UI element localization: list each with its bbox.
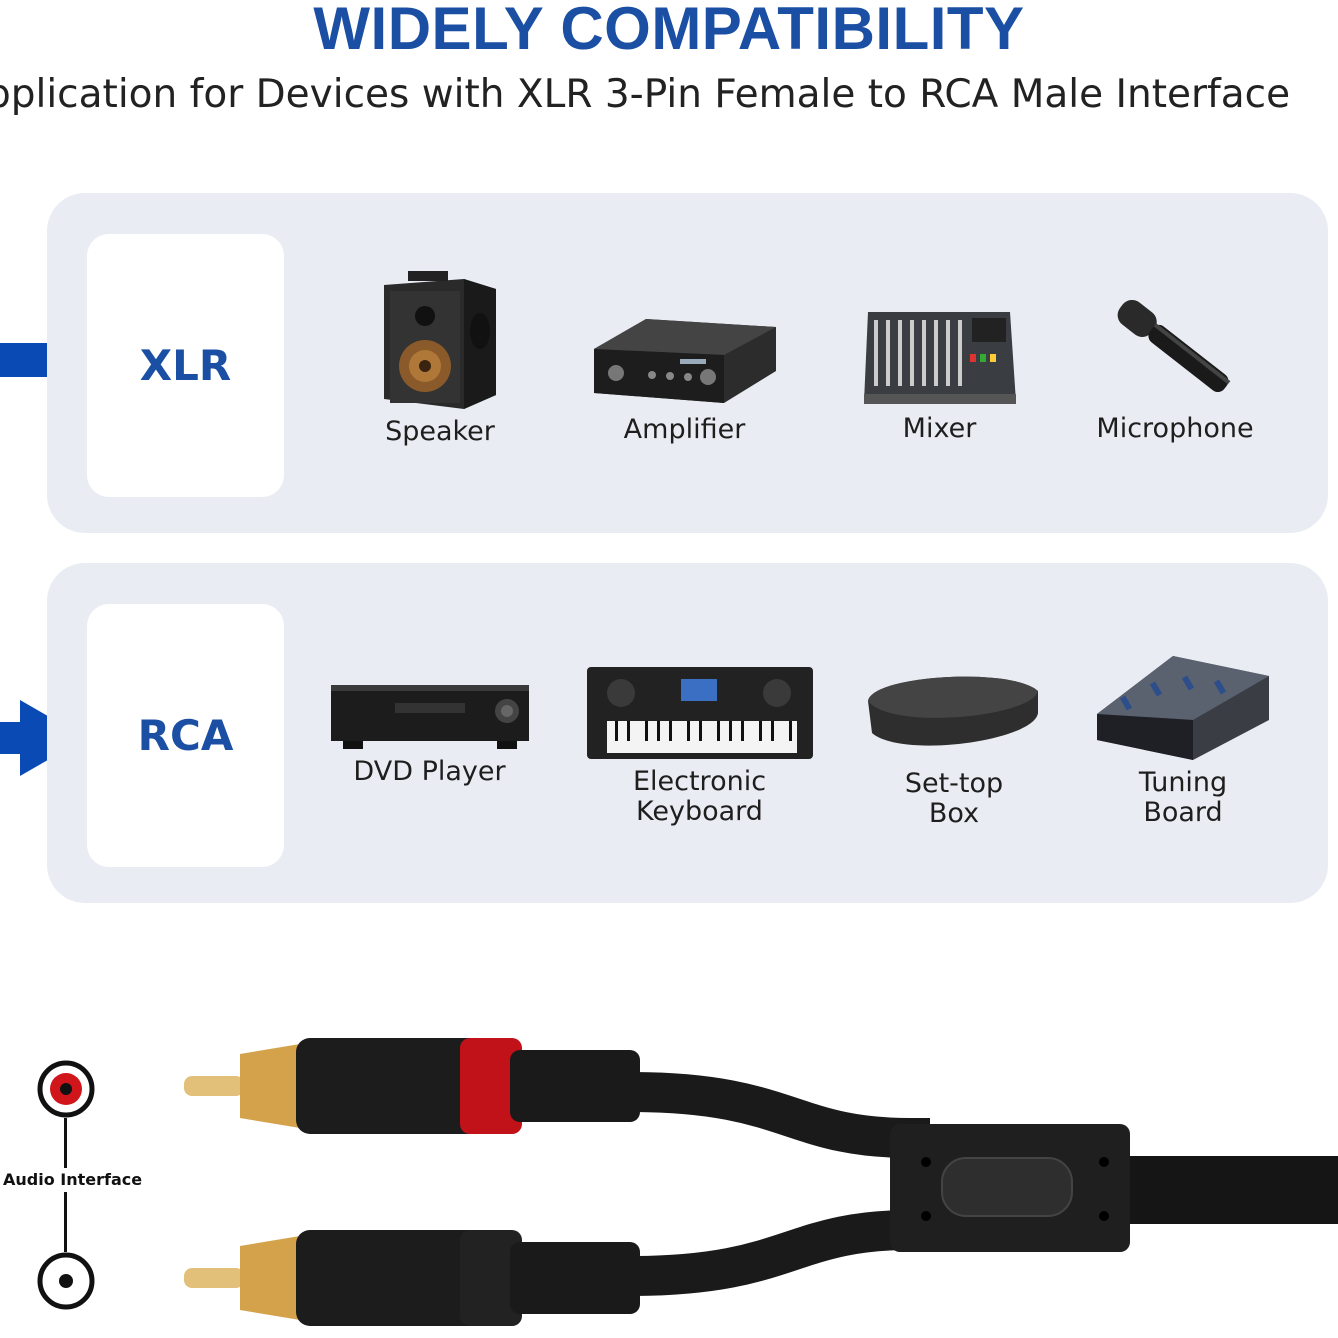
mixer-icon (863, 312, 1016, 404)
white-rca-jack-icon (37, 1252, 95, 1310)
rca-cable-icon (184, 1038, 1338, 1326)
connector-line (64, 1118, 67, 1168)
device-electronic-keyboard: Electronic Keyboard (582, 665, 817, 827)
device-label: Amplifier (623, 414, 746, 445)
xlr-tag: XLR (87, 234, 284, 497)
rca-panel: RCA DVD Player (47, 563, 1328, 903)
xlr-panel: XLR Speaker Amplifier (47, 193, 1328, 533)
speaker-icon (384, 271, 496, 409)
page-subtitle: pplication for Devices with XLR 3-Pin Fe… (0, 72, 1291, 117)
dvd-player-icon (330, 685, 529, 749)
device-label: Microphone (1096, 413, 1254, 444)
red-rca-jack-icon (37, 1060, 95, 1118)
device-amplifier: Amplifier (587, 313, 782, 445)
rca-tag: RCA (87, 604, 284, 867)
device-tuning-board: Tuning Board (1087, 650, 1279, 828)
device-speaker: Speaker (365, 271, 515, 447)
tuning-board-icon (1097, 656, 1269, 760)
amplifier-icon (593, 319, 776, 403)
settop-box-icon (868, 676, 1038, 746)
device-label: DVD Player (353, 756, 506, 787)
page-title: WIDELY COMPATIBILITY (313, 0, 1025, 62)
device-label: Speaker (385, 416, 495, 447)
microphone-icon (1117, 299, 1231, 393)
device-label: Electronic Keyboard (632, 766, 767, 827)
keyboard-icon (586, 667, 813, 759)
device-microphone: Microphone (1090, 288, 1260, 444)
device-dvd-player: DVD Player (327, 681, 532, 787)
device-label: Set-top Box (904, 768, 1004, 829)
device-label: Mixer (902, 413, 977, 444)
audio-interface-label: Audio Interface (3, 1170, 143, 1189)
device-mixer: Mixer (857, 306, 1022, 444)
device-settop-box: Set-top Box (859, 661, 1049, 829)
arrow-right-icon (0, 700, 86, 776)
connector-line (64, 1192, 67, 1252)
device-label: Tuning Board (1138, 767, 1228, 828)
